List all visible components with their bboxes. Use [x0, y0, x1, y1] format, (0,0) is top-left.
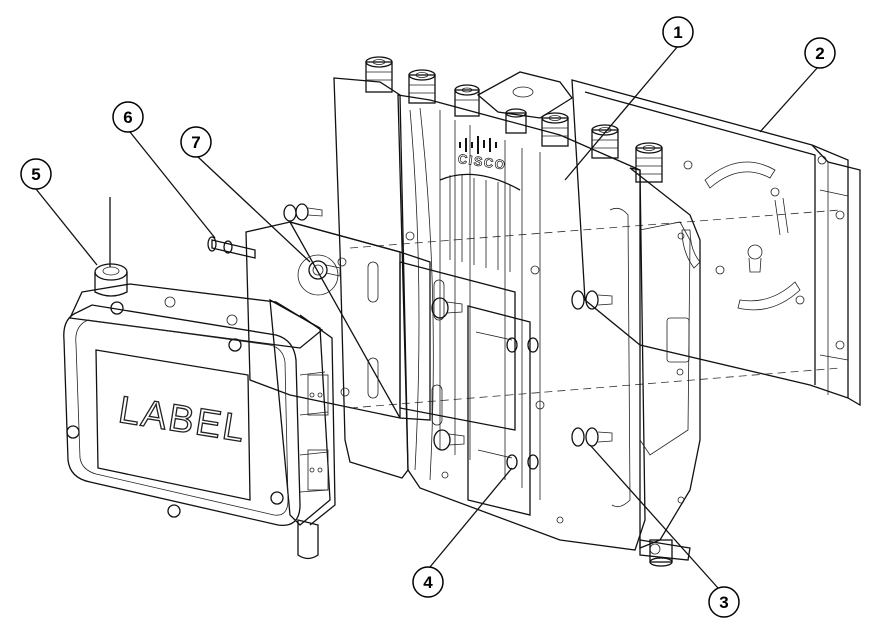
cisco-logo: CISCO — [457, 136, 508, 173]
callout-7: 7 — [180, 126, 212, 158]
mounting-bracket — [476, 71, 861, 407]
screw-item-6 — [207, 236, 256, 259]
callout-3: 3 — [708, 586, 740, 618]
callout-4: 4 — [412, 566, 444, 598]
callout-number: 1 — [673, 23, 682, 42]
callout-number: 2 — [815, 44, 824, 63]
screws-mid — [431, 297, 465, 451]
callout-5: 5 — [20, 158, 52, 190]
screw-item-4 — [475, 331, 539, 470]
screws-top-left — [283, 203, 323, 222]
callout-1: 1 — [662, 16, 694, 48]
expansion-module: LABEL — [63, 263, 336, 560]
callout-2: 2 — [804, 37, 836, 69]
brand-text: CISCO — [457, 151, 507, 173]
callout-number: 3 — [719, 593, 728, 612]
callout-leaders — [109, 45, 819, 589]
callout-number: 5 — [31, 165, 40, 184]
callout-6: 6 — [112, 101, 144, 133]
callout-number: 4 — [423, 573, 433, 592]
screw-item-7 — [308, 260, 341, 280]
antenna-connectors — [365, 56, 673, 567]
label-plate-text: LABEL — [116, 389, 249, 451]
screw-item-3 — [571, 290, 613, 447]
callout-number: 7 — [191, 133, 200, 152]
callout-number: 6 — [123, 108, 132, 127]
plate-bracket — [245, 220, 531, 516]
